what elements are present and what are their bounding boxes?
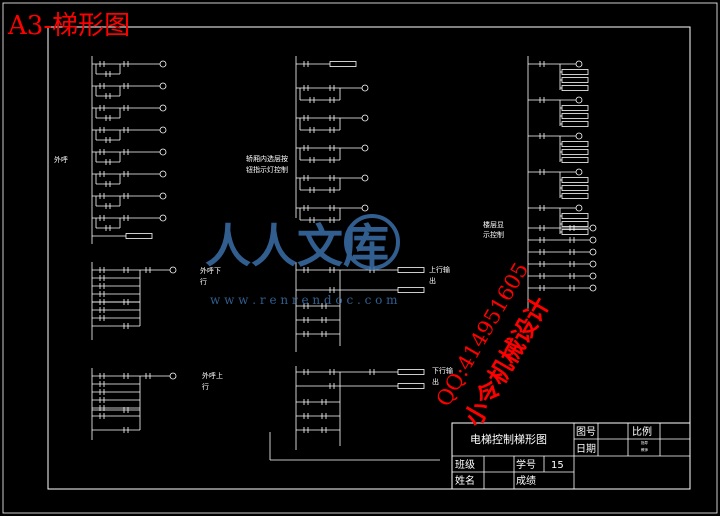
watermark-brand: 人人文库 [205, 219, 389, 273]
function-block [561, 185, 589, 191]
small-note-2: 教师 [641, 447, 649, 452]
function-block [561, 157, 589, 163]
function-block [397, 383, 425, 389]
coil-symbol [159, 170, 167, 178]
label-hall-down-2: 行 [200, 277, 207, 286]
label-down-output-1: 下行输 [432, 366, 453, 375]
watermark-ring-icon [344, 214, 400, 270]
coil-symbol [169, 372, 177, 380]
function-block [561, 229, 589, 235]
coil-symbol [361, 204, 369, 212]
watermark: 人人文库 w w w . r e n r e n d o c . c o m [205, 214, 400, 307]
sheet-title: A3-梯形图 [7, 11, 130, 41]
coil-symbol [575, 168, 583, 176]
label-hall-down-1: 外呼下 [200, 266, 221, 275]
watermark-url: w w w . r e n r e n d o c . c o m [210, 293, 398, 307]
function-block [125, 233, 153, 239]
coil-symbol [361, 114, 369, 122]
drawing-no-label: 图号 [576, 426, 596, 438]
coil-symbol [589, 284, 597, 292]
coil-symbol [575, 204, 583, 212]
function-block [561, 149, 589, 155]
scale-label: 比例 [632, 425, 652, 438]
inner-frame [47, 26, 691, 490]
label-up-output-1: 上行输 [429, 265, 450, 274]
label-floor-display-1: 楼层显 [483, 220, 504, 229]
coil-symbol [169, 266, 177, 274]
coil-symbol [159, 214, 167, 222]
function-block [561, 105, 589, 111]
function-block [561, 77, 589, 83]
class-label: 班级 [455, 459, 475, 471]
coil-symbol [575, 60, 583, 68]
label-floor-display-2: 示控制 [483, 230, 504, 239]
function-block [561, 177, 589, 183]
coil-symbol [589, 236, 597, 244]
drawing-name: 电梯控制梯形图 [470, 432, 547, 446]
coil-symbol [361, 144, 369, 152]
student-no-value: 15 [551, 460, 564, 471]
label-up-output-2: 出 [429, 276, 436, 285]
function-block [561, 85, 589, 91]
student-no-label: 学号 [516, 458, 536, 471]
ladder-rungs [91, 56, 597, 461]
function-block [561, 113, 589, 119]
coil-symbol [159, 148, 167, 156]
coil-symbol [575, 132, 583, 140]
function-block [329, 61, 357, 67]
coil-symbol [589, 272, 597, 280]
coil-symbol [159, 126, 167, 134]
label-car-panel-2: 钮指示灯控制 [246, 165, 288, 174]
coil-symbol [159, 82, 167, 90]
label-hall-up-1: 外呼上 [202, 371, 223, 380]
function-block [397, 287, 425, 293]
function-block [397, 267, 425, 273]
coil-symbol [159, 192, 167, 200]
name-label: 姓名 [455, 474, 475, 487]
function-block [397, 369, 425, 375]
coil-symbol [159, 104, 167, 112]
grade-label: 成绩 [516, 474, 536, 487]
coil-symbol [575, 96, 583, 104]
function-block [561, 141, 589, 147]
label-down-output-2: 出 [432, 377, 439, 386]
label-hall-up-2: 行 [202, 382, 209, 391]
function-block [561, 121, 589, 127]
coil-symbol [361, 174, 369, 182]
function-block [561, 193, 589, 199]
coil-symbol [589, 260, 597, 268]
function-block [561, 221, 589, 227]
label-car-panel-1: 轿厢内选层按 [246, 154, 288, 163]
coil-symbol [589, 224, 597, 232]
small-note-1: 指导 [641, 440, 649, 445]
function-block [561, 69, 589, 75]
date-label: 日期 [576, 443, 596, 455]
coil-symbol [361, 84, 369, 92]
title-block: 电梯控制梯形图 图号 比例 日期 指导 教师 班级 学号 15 姓名 成绩 [451, 422, 691, 490]
label-hall-call: 外呼 [54, 155, 68, 164]
function-block [561, 213, 589, 219]
coil-symbol [159, 60, 167, 68]
coil-symbol [589, 248, 597, 256]
